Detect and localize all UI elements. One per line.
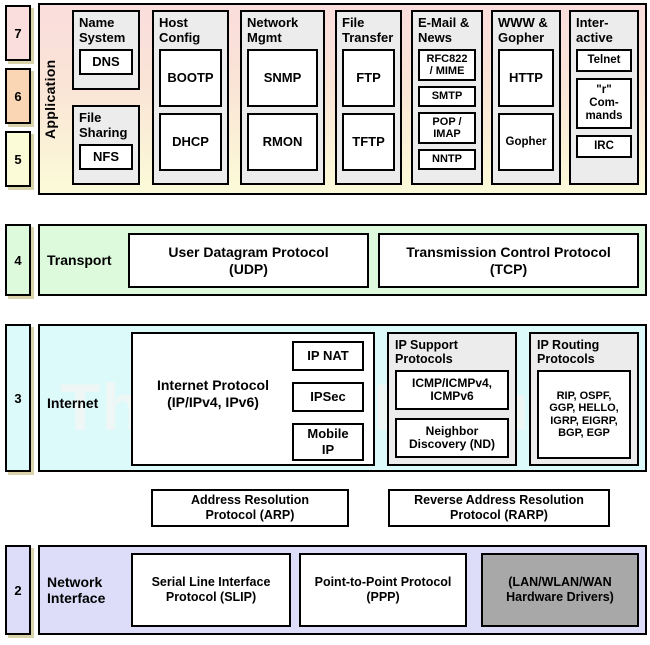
group-title: Network Mgmt [247, 15, 299, 45]
osi-layer-number: 4 [14, 252, 22, 268]
osi-layer-chip-5: 5 [5, 131, 31, 187]
app-group-network-mgmt: Network Mgmt SNMP RMON [240, 10, 325, 185]
protocol-telnet[interactable]: Telnet [576, 49, 632, 73]
app-group-file-transfer: File Transfer FTP TFTP [335, 10, 402, 185]
protocol-ftp[interactable]: FTP [342, 49, 395, 108]
osi-layer-chip-7: 7 [5, 5, 31, 61]
app-group-www-gopher: WWW & Gopher HTTP Gopher [491, 10, 561, 185]
app-group-email-news: E-Mail & News RFC822 / MIME SMTP POP / I… [411, 10, 483, 185]
group-title: Inter- active [576, 15, 613, 45]
protocol-udp[interactable]: User Datagram Protocol (UDP) [128, 233, 369, 288]
group-title: WWW & Gopher [498, 15, 548, 45]
transport-layer-label: Transport [47, 252, 112, 268]
protocol-tcp[interactable]: Transmission Control Protocol (TCP) [378, 233, 639, 288]
protocol-r-commands[interactable]: "r" Com- mands [576, 78, 632, 130]
ip-routing-protocols-group: IP Routing Protocols RIP, OSPF, GGP, HEL… [529, 332, 639, 466]
protocol-rarp[interactable]: Reverse Address Resolution Protocol (RAR… [388, 489, 610, 527]
osi-layer-chip-3: 3 [5, 324, 31, 472]
application-layer-label: Application [42, 59, 58, 139]
group-title: File Transfer [342, 15, 394, 45]
protocol-http[interactable]: HTTP [498, 49, 554, 108]
protocol-bootp[interactable]: BOOTP [159, 49, 222, 108]
osi-layer-number: 7 [14, 25, 22, 41]
protocol-ipsec[interactable]: IPSec [292, 382, 364, 412]
app-group-name-system: Name System DNS [72, 10, 140, 90]
app-group-file-sharing: File Sharing NFS [72, 105, 140, 185]
group-title: File Sharing [79, 110, 128, 140]
internet-protocol-label: Internet Protocol (IP/IPv4, IPv6) [156, 377, 269, 410]
app-group-interactive: Inter- active Telnet "r" Com- mands IRC [569, 10, 639, 185]
protocol-dns[interactable]: DNS [79, 49, 133, 76]
protocol-nntp[interactable]: NNTP [418, 149, 476, 171]
osi-layer-chip-4: 4 [5, 224, 31, 296]
osi-layer-number: 3 [14, 390, 22, 406]
internet-layer-label: Internet [47, 395, 99, 411]
group-title: IP Routing Protocols [537, 338, 600, 366]
protocol-irc[interactable]: IRC [576, 135, 632, 159]
group-title: Host Config [159, 15, 201, 45]
protocol-smtp[interactable]: SMTP [418, 86, 476, 108]
protocol-arp[interactable]: Address Resolution Protocol (ARP) [151, 489, 349, 527]
protocol-ppp[interactable]: Point-to-Point Protocol (PPP) [299, 553, 467, 627]
protocol-rfc822-mime[interactable]: RFC822 / MIME [418, 49, 476, 82]
osi-layer-chip-6: 6 [5, 68, 31, 124]
osi-layer-number: 2 [14, 582, 22, 598]
protocol-gopher[interactable]: Gopher [498, 113, 554, 172]
protocol-nfs[interactable]: NFS [79, 144, 133, 171]
protocol-pop-imap[interactable]: POP / IMAP [418, 112, 476, 145]
protocol-routing-list[interactable]: RIP, OSPF, GGP, HELLO, IGRP, EIGRP, BGP,… [537, 370, 631, 459]
osi-layer-chip-2: 2 [5, 545, 31, 635]
protocol-neighbor-discovery[interactable]: Neighbor Discovery (ND) [395, 418, 509, 458]
group-title: E-Mail & News [418, 15, 470, 45]
protocol-dhcp[interactable]: DHCP [159, 113, 222, 172]
group-title: IP Support Protocols [395, 338, 458, 366]
protocol-tftp[interactable]: TFTP [342, 113, 395, 172]
protocol-snmp[interactable]: SNMP [247, 49, 318, 108]
osi-layer-number: 6 [14, 88, 22, 104]
protocol-mobile-ip[interactable]: Mobile IP [292, 423, 364, 461]
group-title: Name System [79, 15, 126, 45]
hardware-drivers-box[interactable]: (LAN/WLAN/WAN Hardware Drivers) [481, 553, 639, 627]
ip-support-protocols-group: IP Support Protocols ICMP/ICMPv4, ICMPv6… [387, 332, 517, 466]
protocol-slip[interactable]: Serial Line Interface Protocol (SLIP) [131, 553, 291, 627]
osi-layer-number: 5 [14, 151, 22, 167]
network-interface-layer-label: Network Interface [47, 574, 106, 607]
app-group-host-config: Host Config BOOTP DHCP [152, 10, 229, 185]
protocol-ip-nat[interactable]: IP NAT [292, 341, 364, 371]
protocol-rmon[interactable]: RMON [247, 113, 318, 172]
protocol-icmp[interactable]: ICMP/ICMPv4, ICMPv6 [395, 370, 509, 410]
